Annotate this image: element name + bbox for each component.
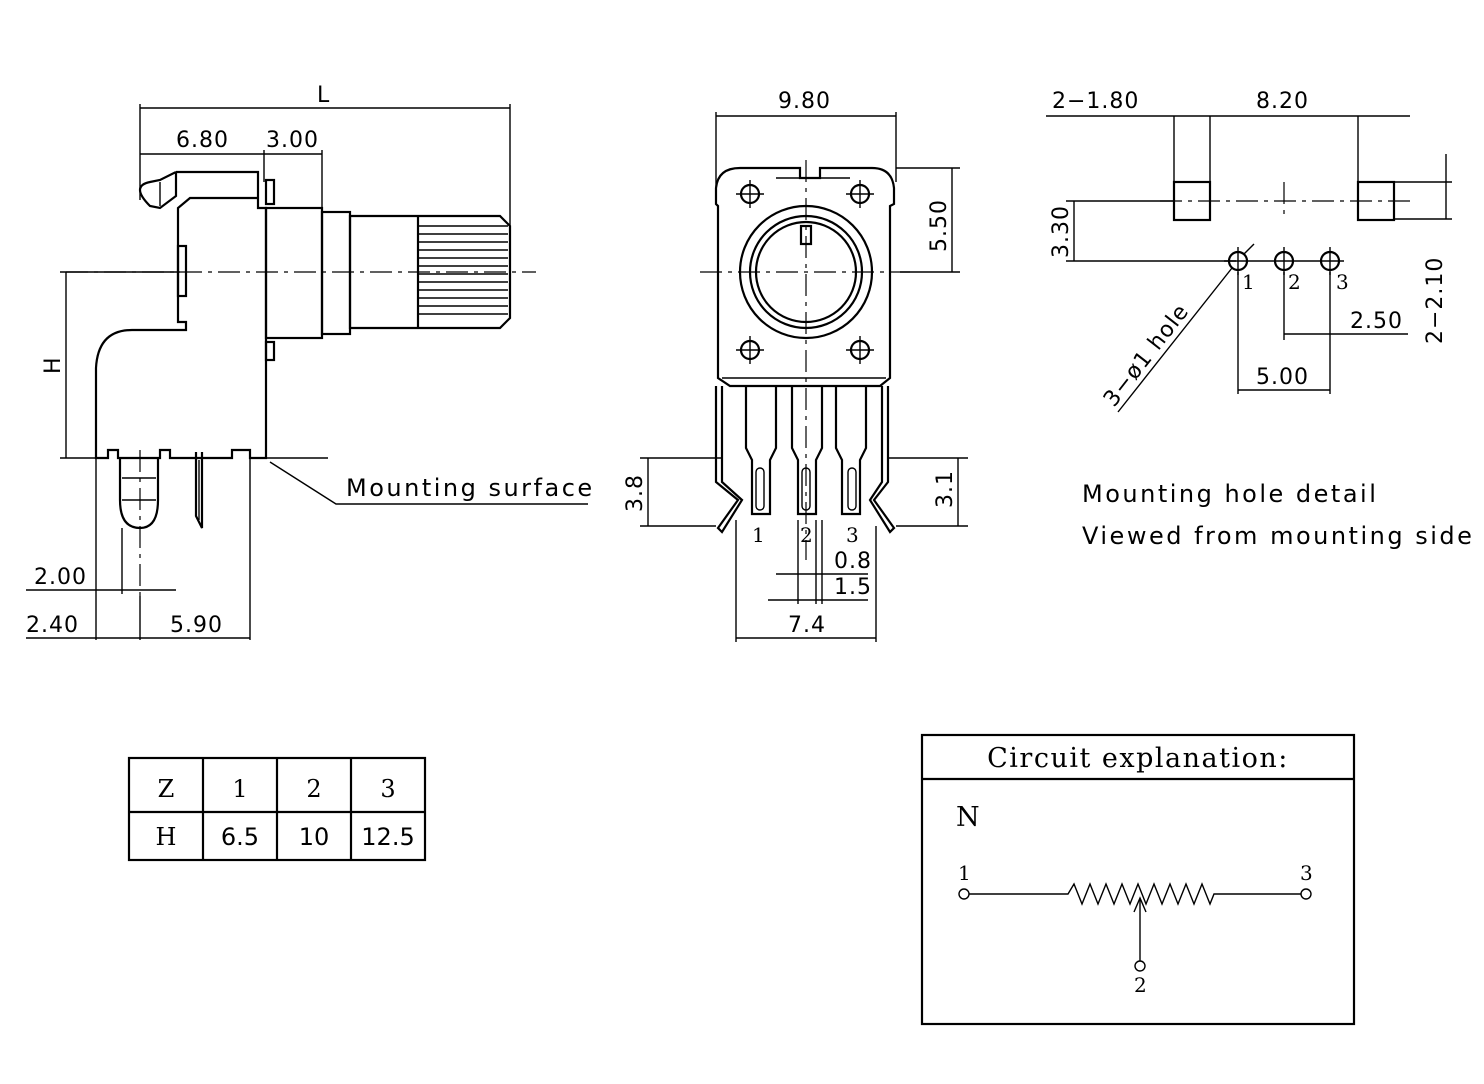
front-pin-3-label: 3 (846, 523, 859, 547)
dim-5-00-label: 5.00 (1256, 365, 1309, 390)
dim-5-50-label: 5.50 (927, 199, 952, 252)
dim-3-30-label: 3.30 (1049, 205, 1074, 258)
resistor-symbol (969, 882, 1301, 906)
dim-8-20-label: 8.20 (1256, 89, 1309, 114)
table-header-1: 1 (232, 775, 247, 803)
dim-7-4-label: 7.4 (788, 613, 826, 638)
dim-1-5-label: 1.5 (834, 575, 872, 600)
dim-6-80-label: 6.80 (176, 128, 229, 153)
dim-9-80-label: 9.80 (778, 89, 831, 114)
side-body-outline (94, 170, 268, 460)
dim-3-8-label: 3.8 (623, 474, 648, 512)
hole-pin-3-label: 3 (1336, 270, 1349, 294)
dim-H-label: H (41, 356, 66, 374)
hole-detail: 2−1.80 8.20 3.30 2−2.10 1 2 3 3−ø1 ho (1046, 89, 1474, 550)
hole-pin-1-label: 1 (1242, 270, 1255, 294)
table-header-z: Z (158, 775, 175, 803)
circuit-pin-1: 1 (958, 861, 971, 885)
dim-2-50-label: 2.50 (1350, 309, 1403, 334)
dim-5-90-label: 5.90 (170, 613, 223, 638)
circuit-pin-3: 3 (1300, 861, 1313, 885)
table-header-2: 2 (306, 775, 321, 803)
dim-2-1-80-label: 2−1.80 (1052, 89, 1139, 114)
table-cell-6-5: 6.5 (221, 823, 259, 851)
table-row-h: H (156, 823, 177, 851)
mounting-surface-label: Mounting surface (346, 474, 595, 502)
side-view: L 6.80 3.00 (26, 83, 595, 640)
hole-pin-2-label: 2 (1288, 270, 1301, 294)
table-header-3: 3 (380, 775, 395, 803)
front-pin-1-label: 1 (752, 523, 765, 547)
hole-caption-line2: Viewed from mounting side (1082, 522, 1474, 550)
dim-2-00-label: 2.00 (34, 565, 87, 590)
circuit-pin-2: 2 (1134, 973, 1147, 997)
front-view: 9.80 5.50 1 2 3 (623, 89, 968, 642)
dim-3-1-label: 3.1 (933, 470, 958, 508)
front-pin-2-label: 2 (800, 523, 813, 547)
table-cell-12-5: 12.5 (361, 823, 414, 851)
dim-2-2-10-label: 2−2.10 (1423, 257, 1448, 344)
circuit-box: Circuit explanation: N 1 3 2 (920, 733, 1356, 1026)
dim-3-00-label: 3.00 (266, 128, 319, 153)
dim-L-label: L (317, 83, 330, 108)
circuit-variant: N (956, 802, 981, 833)
height-table: Z 1 2 3 H 6.5 10 12.5 (127, 756, 427, 862)
hole-caption-line1: Mounting hole detail (1082, 480, 1378, 508)
dim-2-40-label: 2.40 (26, 613, 79, 638)
hole-note-label: 3−ø1 hole (1099, 299, 1194, 411)
dim-0-8-label: 0.8 (834, 549, 872, 574)
front-body-outline (714, 166, 896, 388)
circuit-title: Circuit explanation: (987, 743, 1289, 774)
knurl-lines (418, 225, 508, 315)
table-cell-10: 10 (299, 823, 330, 851)
